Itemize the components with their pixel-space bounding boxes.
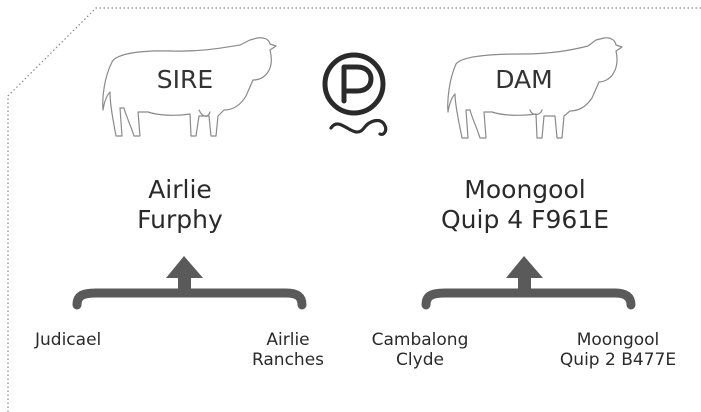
- wave-tail-icon: [329, 118, 388, 136]
- dam-parent-1-line2: Clyde: [396, 350, 444, 371]
- sire-label: SIRE: [156, 65, 214, 94]
- sire-name-line1: Airlie: [148, 175, 212, 204]
- dam-parent-2: Moongool Quip 2 B477E: [548, 330, 688, 371]
- sire-bracket-arrow: [72, 256, 307, 310]
- dam-label: DAM: [495, 65, 553, 94]
- poll-p-icon: [322, 52, 388, 136]
- dam-parent-1-line1: Cambalong: [371, 330, 469, 350]
- sire-name: Airlie Furphy: [100, 175, 260, 235]
- sire-parent-1: Judicael: [35, 330, 135, 350]
- dam-parent-2-line2: Quip 2 B477E: [559, 350, 677, 371]
- dam-parent-1: Cambalong Clyde: [360, 330, 480, 371]
- dam-name-line1: Moongool: [464, 175, 586, 204]
- dam-parent-2-line1: Moongool: [576, 330, 660, 350]
- sire-bull-outline: [102, 37, 277, 137]
- dam-bracket-arrow: [421, 256, 636, 310]
- dam-cow-outline: [447, 37, 623, 139]
- sire-name-line2: Furphy: [137, 205, 223, 234]
- sire-parent-2: Airlie Ranches: [243, 330, 333, 371]
- sire-parent-2-line1: Airlie: [266, 330, 310, 350]
- sire-parent-1-line1: Judicael: [35, 330, 102, 350]
- dam-name-line2: Quip 4 F961E: [440, 205, 610, 234]
- sire-parent-2-line2: Ranches: [251, 350, 325, 371]
- dam-name: Moongool Quip 4 F961E: [430, 175, 620, 235]
